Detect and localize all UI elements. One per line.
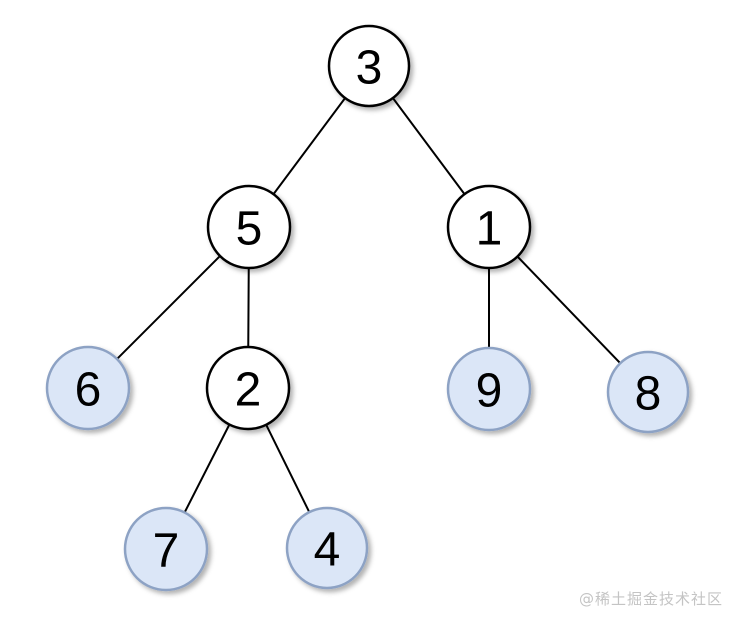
tree-node-circle	[123, 506, 209, 592]
tree-node-label: 3	[356, 41, 383, 94]
watermark-text: @稀土掘金技术社区	[578, 590, 723, 608]
tree-node-circle	[206, 184, 292, 270]
tree-node: 4	[285, 506, 369, 590]
tree-node: 5	[206, 184, 292, 270]
tree-node: 1	[446, 184, 532, 270]
tree-node-label: 6	[75, 363, 102, 416]
tree-node-circle	[327, 24, 411, 108]
tree-node: 3	[327, 24, 411, 108]
tree-node-label: 1	[476, 202, 503, 255]
tree-node-label: 4	[314, 523, 341, 576]
tree-node-circle	[285, 506, 369, 590]
tree-node-label: 9	[476, 364, 503, 417]
tree-node: 6	[45, 345, 131, 431]
tree-node: 7	[123, 506, 209, 592]
tree-node-label: 8	[635, 367, 662, 420]
tree-node: 8	[606, 350, 690, 434]
tree-node: 2	[205, 345, 291, 431]
tree-node-circle	[45, 345, 131, 431]
tree-node-label: 5	[236, 202, 263, 255]
tree-node-label: 2	[235, 363, 262, 416]
tree-nodes-layer: 3 5 1 6 2 9 8 7 4	[45, 24, 690, 592]
tree-node-circle	[446, 184, 532, 270]
tree-edges-layer	[87, 65, 649, 550]
tree-node-circle	[205, 345, 291, 431]
tree-node-label: 7	[153, 524, 180, 577]
tree-node-circle	[446, 346, 532, 432]
tree-node-circle	[606, 350, 690, 434]
tree-node: 9	[446, 346, 532, 432]
